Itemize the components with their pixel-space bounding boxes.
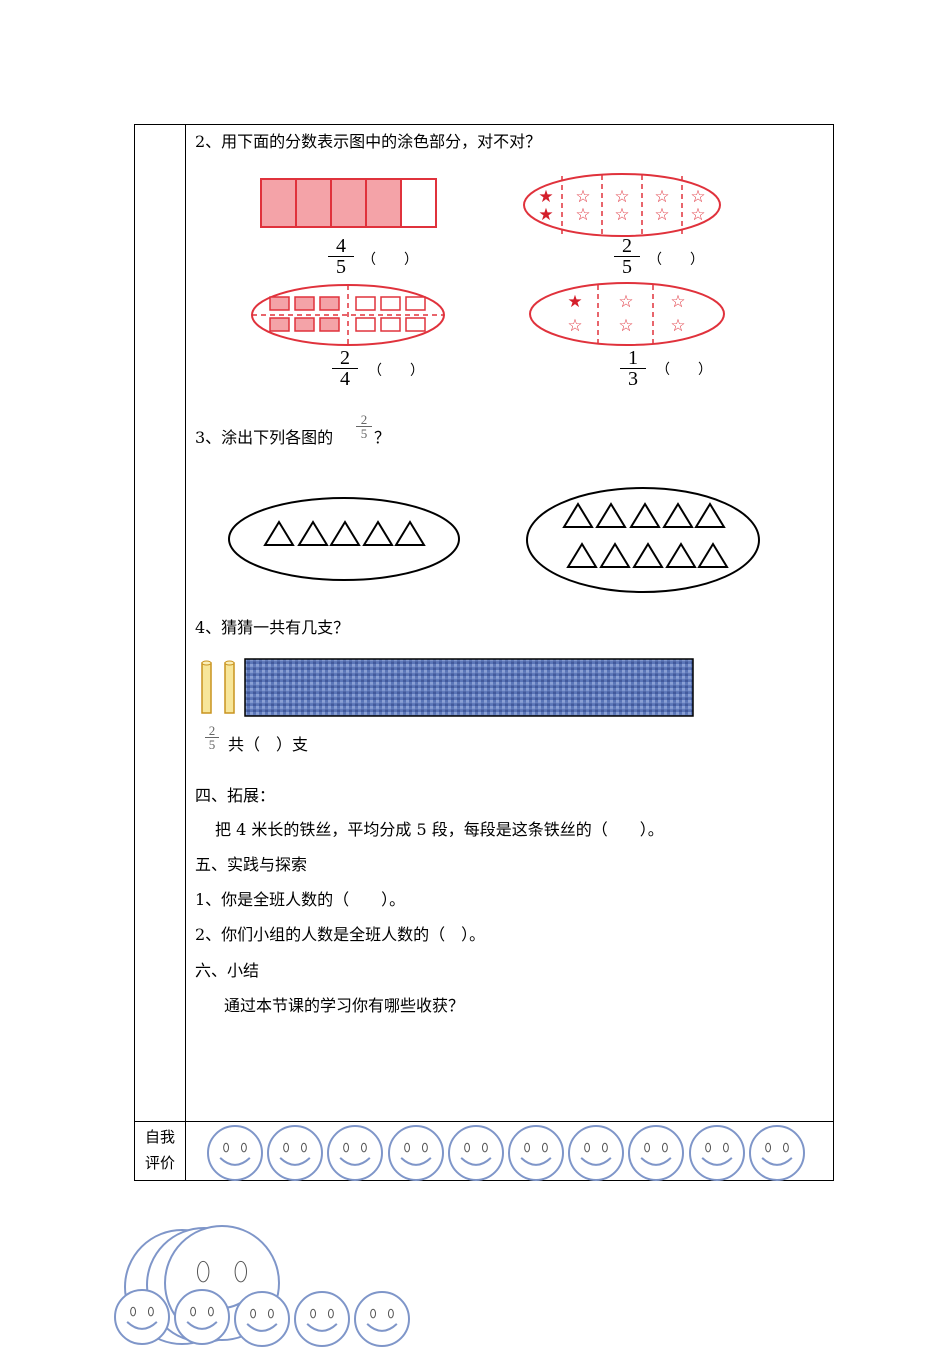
practice-item-1: 1、你是全班人数的（ ）。 — [195, 890, 406, 909]
smiley-face-icon[interactable] — [446, 1123, 506, 1183]
self-eval-label-1: 自我 — [145, 1128, 176, 1146]
svg-text:☆: ☆ — [575, 187, 590, 207]
q4-stick-2 — [224, 660, 235, 714]
svg-text:☆: ☆ — [614, 187, 629, 207]
smiley-face-icon[interactable] — [325, 1123, 385, 1183]
q2-answer-c[interactable]: （ ） — [368, 363, 424, 379]
svg-text:☆: ☆ — [575, 205, 590, 225]
q4-covering-cloth — [244, 658, 694, 717]
extend-heading: 四、拓展： — [195, 786, 276, 805]
q2-figure-rectangle — [260, 178, 437, 228]
q2-answer-a[interactable]: （ ） — [362, 252, 418, 268]
practice-heading: 五、实践与探索 — [195, 855, 308, 874]
q4-answer[interactable]: 共（ ）支 — [228, 735, 309, 754]
smiley-face-icon[interactable] — [566, 1123, 626, 1183]
svg-text:☆: ☆ — [618, 292, 633, 312]
self-eval-label-2: 评价 — [145, 1154, 176, 1172]
svg-text:☆: ☆ — [690, 205, 705, 225]
q2-answer-d[interactable]: （ ） — [656, 362, 712, 378]
summary-heading: 六、小结 — [195, 961, 260, 980]
smiley-face-icon[interactable] — [386, 1123, 446, 1183]
small-smiley-face-icon — [354, 1291, 410, 1347]
table-row-divider — [134, 1121, 834, 1122]
q3-ellipse-5-triangles[interactable] — [227, 496, 463, 584]
table-column-divider — [185, 124, 186, 1181]
table-frame — [134, 124, 834, 1181]
svg-text:☆: ☆ — [614, 205, 629, 225]
smiley-face-icon[interactable] — [205, 1123, 265, 1183]
svg-text:☆: ☆ — [654, 187, 669, 207]
svg-text:☆: ☆ — [654, 205, 669, 225]
q4-stick-1 — [201, 660, 212, 714]
smiley-face-icon[interactable] — [687, 1123, 747, 1183]
small-smiley-face-icon — [234, 1291, 290, 1347]
smiley-face-icon[interactable] — [747, 1123, 807, 1183]
q2-answer-b[interactable]: （ ） — [648, 252, 704, 268]
svg-text:☆: ☆ — [690, 187, 705, 207]
q2-title: 2、用下面的分数表示图中的涂色部分，对不对？ — [195, 132, 542, 151]
svg-text:☆: ☆ — [670, 316, 685, 336]
extend-text: 把 4 米长的铁丝，平均分成 5 段，每段是这条铁丝的（ ）。 — [215, 820, 664, 839]
svg-text:☆: ☆ — [618, 316, 633, 336]
practice-item-2: 2、你们小组的人数是全班人数的（ ）。 — [195, 925, 486, 944]
svg-text:★: ★ — [538, 187, 553, 207]
small-smiley-face-icon — [174, 1289, 230, 1345]
small-smiley-face-icon — [294, 1291, 350, 1347]
smiley-face-icon[interactable] — [265, 1123, 325, 1183]
svg-text:★: ★ — [538, 205, 553, 225]
q4-title: 4、猜猜一共有几支？ — [195, 618, 350, 637]
q2-figure-stars-3: ★ ☆ ☆ ☆ ☆ ☆ — [529, 282, 725, 346]
q2-figure-squares-4 — [251, 284, 445, 346]
smiley-face-icon[interactable] — [626, 1123, 686, 1183]
svg-text:☆: ☆ — [670, 292, 685, 312]
q3-ellipse-10-triangles[interactable] — [525, 486, 763, 596]
svg-text:★: ★ — [567, 292, 582, 312]
summary-text: 通过本节课的学习你有哪些收获？ — [224, 996, 465, 1015]
q3-suffix: ？ — [374, 428, 391, 447]
svg-text:☆: ☆ — [567, 316, 582, 336]
q3-prefix: 3、涂出下列各图的 — [195, 428, 334, 447]
small-smiley-face-icon — [114, 1289, 170, 1345]
smiley-face-icon[interactable] — [506, 1123, 566, 1183]
q2-figure-stars-5: ★★ ☆☆ ☆☆ ☆☆ ☆☆ — [523, 173, 721, 237]
